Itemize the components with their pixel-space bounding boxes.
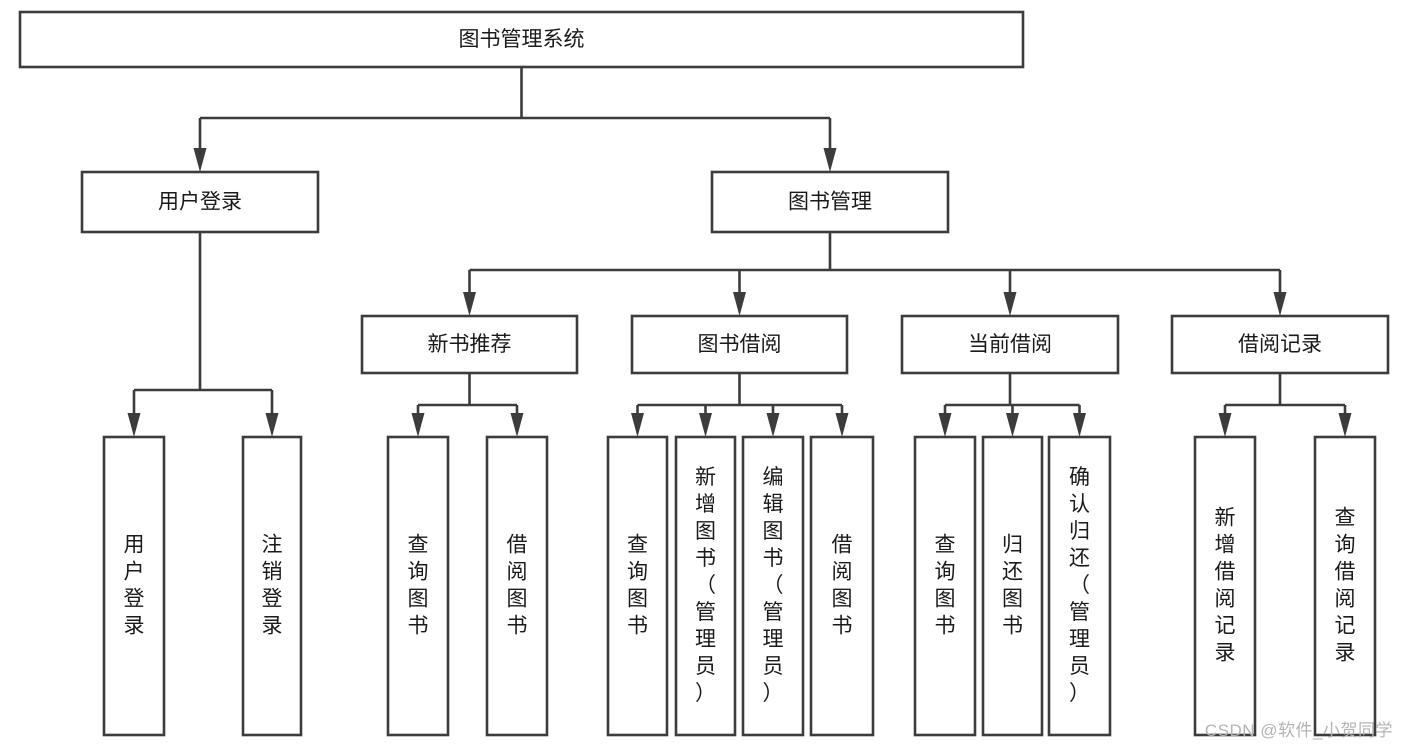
arrow-head-icon <box>411 413 425 437</box>
node-box <box>913 435 977 737</box>
arrow-head-icon <box>835 413 849 437</box>
node-label: 借阅记录 <box>1238 333 1322 356</box>
connector-layer <box>127 67 1352 437</box>
node-label: 图书管理 <box>788 191 872 214</box>
node-layer: 图书管理系统用户登录图书管理新书推荐图书借阅当前借阅借阅记录用户登录注销登录查询… <box>18 10 1390 737</box>
node-box <box>606 435 669 737</box>
node-leaf-用户登录[interactable]: 用户登录 <box>102 435 166 737</box>
connector-to-当前借阅-leaves <box>938 373 1086 437</box>
arrow-head-icon <box>463 292 476 316</box>
node-box <box>80 170 320 234</box>
node-box <box>360 314 579 375</box>
node-box <box>1193 435 1257 737</box>
node-label: 编辑图书（管理员） <box>763 466 784 705</box>
arrow-head-icon <box>1218 413 1232 437</box>
node-box <box>386 435 450 737</box>
arrow-head-icon <box>823 148 837 172</box>
node-leaf-借阅图书[interactable]: 借阅图书 <box>485 435 549 737</box>
node-label: 查询图书 <box>408 533 429 637</box>
node-box <box>18 10 1025 69</box>
node-leaf-归还图书[interactable]: 归还图书 <box>981 435 1044 737</box>
node-box <box>1047 435 1112 737</box>
node-leaf-编辑图书管理员[interactable]: 编辑图书（管理员） <box>741 435 805 737</box>
connector-to-用户登录-leaves <box>127 232 279 437</box>
node-level1-图书管理[interactable]: 图书管理 <box>710 170 950 234</box>
arrow-head-icon <box>1338 413 1352 437</box>
node-leaf-新增借阅记录[interactable]: 新增借阅记录 <box>1193 435 1257 737</box>
connector-to-新书推荐-leaves <box>411 373 524 437</box>
arrow-head-icon <box>193 148 207 172</box>
node-box <box>1313 435 1377 737</box>
node-box <box>630 314 849 375</box>
connector-to-借阅记录-leaves <box>1218 373 1352 437</box>
arrow-head-icon <box>938 413 952 437</box>
node-label: 归还图书 <box>1002 533 1023 637</box>
node-leaf-新增图书管理员[interactable]: 新增图书（管理员） <box>674 435 737 737</box>
node-leaf-注销登录[interactable]: 注销登录 <box>241 435 303 737</box>
connector-root-to-level1 <box>193 67 837 172</box>
arrow-head-icon <box>1006 413 1019 437</box>
node-label: 当前借阅 <box>968 333 1052 356</box>
node-label: 图书管理系统 <box>459 28 585 51</box>
csdn-watermark: CSDN @软件_小贺同学 <box>1204 721 1393 740</box>
node-leaf-查询图书[interactable]: 查询图书 <box>606 435 669 737</box>
connector-book-mgmt-to-level2 <box>463 232 1287 316</box>
node-leaf-查询借阅记录[interactable]: 查询借阅记录 <box>1313 435 1377 737</box>
node-label: 借阅图书 <box>832 533 853 637</box>
arrow-head-icon <box>127 413 141 437</box>
connector-to-图书借阅-leaves <box>631 373 849 437</box>
arrow-head-icon <box>733 292 746 316</box>
node-level2-图书借阅[interactable]: 图书借阅 <box>630 314 849 375</box>
node-box <box>102 435 166 737</box>
node-leaf-查询图书[interactable]: 查询图书 <box>913 435 977 737</box>
node-label: 确认归还（管理员） <box>1069 466 1090 705</box>
arrow-head-icon <box>1003 292 1017 316</box>
node-leaf-确认归还管理员[interactable]: 确认归还（管理员） <box>1047 435 1112 737</box>
node-label: 图书借阅 <box>698 333 782 356</box>
arrow-head-icon <box>766 413 780 437</box>
node-label: 借阅图书 <box>507 533 528 637</box>
node-label: 用户登录 <box>124 533 145 637</box>
node-label: 查询图书 <box>935 533 956 637</box>
arrow-head-icon <box>510 413 524 437</box>
node-box <box>710 170 950 234</box>
node-box <box>1170 314 1390 375</box>
node-label: 新增借阅记录 <box>1215 506 1236 664</box>
node-level1-用户登录[interactable]: 用户登录 <box>80 170 320 234</box>
arrow-head-icon <box>1273 292 1287 316</box>
node-label: 注销登录 <box>262 533 283 637</box>
node-leaf-查询图书[interactable]: 查询图书 <box>386 435 450 737</box>
node-level2-新书推荐[interactable]: 新书推荐 <box>360 314 579 375</box>
node-root-图书管理系统[interactable]: 图书管理系统 <box>18 10 1025 69</box>
arrow-head-icon <box>699 413 712 437</box>
node-level2-借阅记录[interactable]: 借阅记录 <box>1170 314 1390 375</box>
arrow-head-icon <box>1073 413 1086 437</box>
node-box <box>741 435 805 737</box>
node-box <box>674 435 737 737</box>
node-label: 查询图书 <box>627 533 648 637</box>
node-label: 新增图书（管理员） <box>695 466 716 705</box>
node-leaf-借阅图书[interactable]: 借阅图书 <box>809 435 875 737</box>
node-box <box>241 435 303 737</box>
node-box <box>809 435 875 737</box>
node-box <box>485 435 549 737</box>
arrow-head-icon <box>631 413 644 437</box>
node-label: 用户登录 <box>158 191 242 214</box>
arrow-head-icon <box>265 413 279 437</box>
node-box <box>981 435 1044 737</box>
node-box <box>900 314 1120 375</box>
node-label: 新书推荐 <box>428 333 512 356</box>
node-label: 查询借阅记录 <box>1335 506 1356 664</box>
node-level2-当前借阅[interactable]: 当前借阅 <box>900 314 1120 375</box>
